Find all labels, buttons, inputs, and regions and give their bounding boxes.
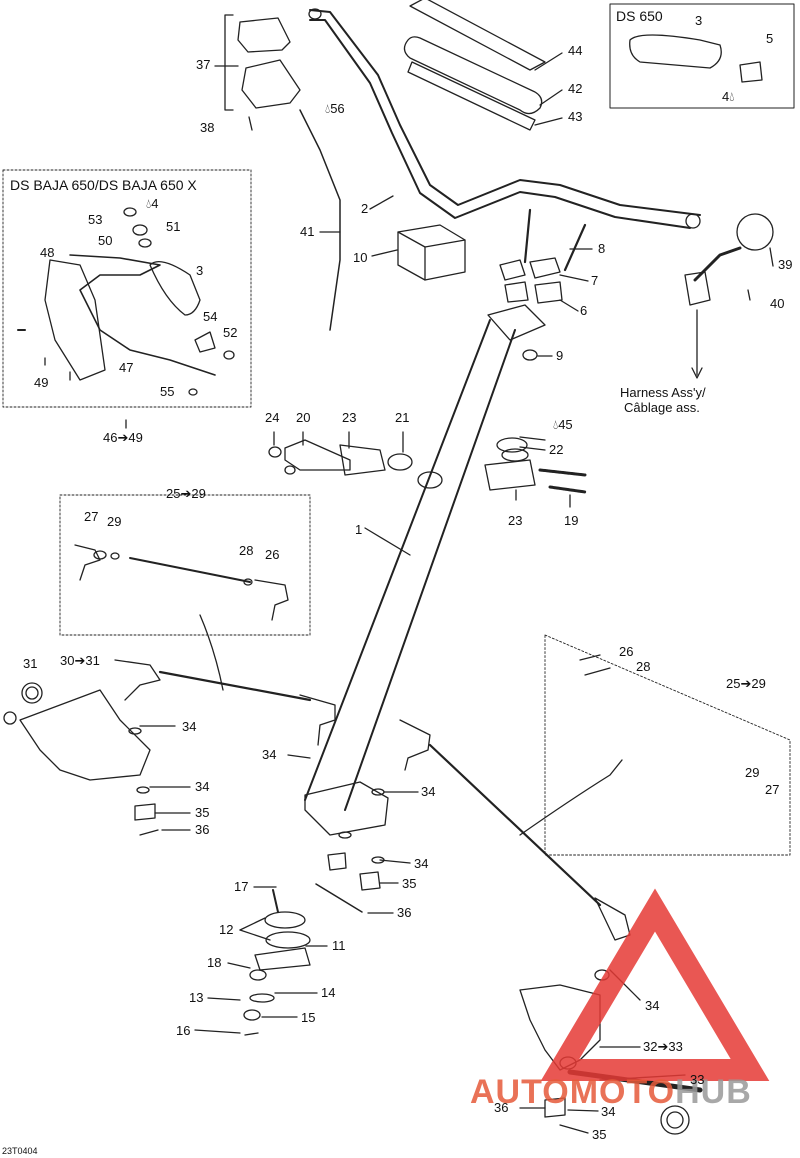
callout-26-right: 26 — [619, 644, 634, 659]
callout-21: 21 — [395, 410, 410, 425]
callout-1: 1 — [355, 522, 363, 537]
callout-23-top: 23 — [342, 410, 357, 425]
callout-34-c: 34 — [195, 779, 210, 794]
callout-2: 2 — [361, 201, 369, 216]
callout-12: 12 — [219, 922, 234, 937]
callout-51: 51 — [166, 219, 181, 234]
callout-49: 49 — [34, 375, 49, 390]
watermark-auto: AUTO — [470, 1073, 570, 1111]
callout-18: 18 — [207, 955, 222, 970]
callout-53: 53 — [88, 212, 103, 227]
callout-24: 24 — [265, 410, 280, 425]
callout-38: 38 — [200, 120, 215, 135]
watermark-moto: MOTO — [569, 1073, 676, 1111]
callout-23-bottom: 23 — [508, 513, 523, 528]
callout-19: 19 — [564, 513, 579, 528]
callout-36-a: 36 — [195, 822, 210, 837]
callout-34-e: 34 — [414, 856, 429, 871]
callout-22: 22 — [549, 442, 564, 457]
callout-40: 40 — [770, 296, 785, 311]
callout-9: 9 — [556, 348, 564, 363]
callout-17: 17 — [234, 879, 249, 894]
callout-7: 7 — [591, 273, 599, 288]
callout-47: 47 — [119, 360, 134, 375]
drawing-code: 23T0404 — [2, 1146, 38, 1156]
callout-33: 33 — [690, 1072, 705, 1087]
callout-55: 55 — [160, 384, 175, 399]
callout-27-right: 27 — [765, 782, 780, 797]
harness-label-line2: Câblage ass. — [624, 400, 700, 415]
harness-label-line1: Harness Ass'y/ — [620, 385, 706, 400]
callout-28-left: 28 — [239, 543, 254, 558]
callout-29-right: 29 — [745, 765, 760, 780]
callout-54: 54 — [203, 309, 218, 324]
watermark-text: AUTOMOTOHUB — [470, 1073, 752, 1112]
callout-39: 39 — [778, 257, 793, 272]
callout-46-49: 46➔49 — [103, 430, 143, 445]
callout-25-29-left: 25➔29 — [166, 486, 206, 501]
callout-35-a: 35 — [195, 805, 210, 820]
callout-3-ds650: 3 — [695, 13, 703, 28]
callout-8: 8 — [598, 241, 606, 256]
callout-36-c: 36 — [494, 1100, 509, 1115]
callout-35-b: 35 — [402, 876, 417, 891]
callout-50: 50 — [98, 233, 113, 248]
callout-52: 52 — [223, 325, 238, 340]
callout-34-f: 34 — [645, 998, 660, 1013]
callout-29-left: 29 — [107, 514, 122, 529]
callout-41: 41 — [300, 224, 315, 239]
callout-15: 15 — [301, 1010, 316, 1025]
callout-44: 44 — [568, 43, 583, 58]
callout-28-right: 28 — [636, 659, 651, 674]
callout-32-33: 32➔33 — [643, 1039, 683, 1054]
callout-42: 42 — [568, 81, 583, 96]
callout-34-g: 34 — [601, 1104, 616, 1119]
callout-4-baja: 💧︎4 — [146, 196, 159, 211]
callout-56: 💧︎56 — [325, 101, 345, 116]
callout-16: 16 — [176, 1023, 191, 1038]
callout-5: 5 — [766, 31, 774, 46]
callout-27-left: 27 — [84, 509, 99, 524]
callout-34-b: 34 — [262, 747, 277, 762]
callout-37: 37 — [196, 57, 211, 72]
callout-20: 20 — [296, 410, 311, 425]
callout-3-baja: 3 — [196, 263, 204, 278]
inset-title-ds650: DS 650 — [616, 8, 663, 24]
callout-25-29-right: 25➔29 — [726, 676, 766, 691]
oil-drop-icon: 💧︎ — [553, 417, 559, 432]
oil-drop-icon: 💧︎ — [729, 89, 735, 104]
callout-4-ds650: 4💧︎ — [722, 89, 735, 104]
inset-title-ds-baja: DS BAJA 650/DS BAJA 650 X — [10, 177, 197, 193]
callout-11: 11 — [332, 938, 346, 953]
oil-drop-icon: 💧︎ — [325, 101, 331, 116]
callout-6: 6 — [580, 303, 588, 318]
callout-45: 💧︎45 — [553, 417, 573, 432]
callout-34-d: 34 — [421, 784, 436, 799]
callout-31: 31 — [23, 656, 38, 671]
callout-43: 43 — [568, 109, 583, 124]
callout-35-c: 35 — [592, 1127, 607, 1142]
callout-10: 10 — [353, 250, 368, 265]
callout-34-a: 34 — [182, 719, 197, 734]
callout-30-31: 30➔31 — [60, 653, 100, 668]
callout-36-b: 36 — [397, 905, 412, 920]
callout-13: 13 — [189, 990, 204, 1005]
callout-26-left: 26 — [265, 547, 280, 562]
oil-drop-icon: 💧︎ — [146, 196, 152, 211]
callout-48: 48 — [40, 245, 55, 260]
callout-14: 14 — [321, 985, 336, 1000]
watermark-hub: HUB — [675, 1073, 752, 1111]
